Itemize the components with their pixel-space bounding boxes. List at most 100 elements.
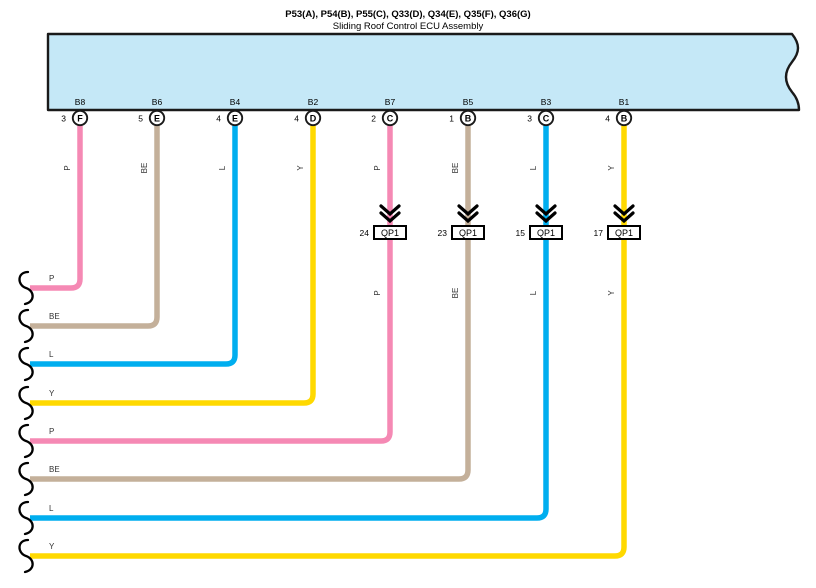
- qp1-number-B1: 17: [594, 228, 604, 238]
- wire-exit-label: Y: [49, 389, 55, 398]
- pin-number-B8: 3: [61, 114, 66, 124]
- pin-number-B5: 1: [449, 114, 454, 124]
- pin-name-B1: B1: [619, 97, 630, 107]
- wire-color-label-upper: L: [218, 165, 227, 170]
- wire-break-icon: [18, 538, 34, 574]
- pin-letter-B2: D: [310, 113, 317, 123]
- qp1-junction-B7[interactable]: QP1 24: [360, 204, 407, 240]
- wire-exit-label: P: [49, 427, 54, 436]
- wire-exit-label: L: [49, 504, 54, 513]
- qp1-number-B7: 24: [360, 228, 370, 238]
- qp1-junction-B1[interactable]: QP1 17: [594, 204, 641, 240]
- wire-color-label-upper: BE: [451, 163, 460, 174]
- wire-color-label-lower: BE: [451, 288, 460, 299]
- wire-B1: [30, 124, 627, 559]
- qp1-number-B3: 15: [516, 228, 526, 238]
- diagram-title-line2: Sliding Roof Control ECU Assembly: [333, 21, 484, 32]
- ecu-assembly-box: [46, 32, 801, 112]
- wire-exit-label: Y: [49, 542, 55, 551]
- chevron-down-icon: [613, 211, 635, 224]
- diagram-title-line1: P53(A), P54(B), P55(C), Q33(D), Q34(E), …: [285, 9, 530, 20]
- wire-color-label-lower: Y: [607, 290, 616, 296]
- qp1-number-B5: 23: [438, 228, 448, 238]
- pin-circle-B1: [615, 109, 633, 127]
- chevron-down-icon: [613, 204, 635, 217]
- wire-B4: [30, 124, 238, 367]
- wire-B6: [30, 124, 160, 329]
- wire-color-label-upper: L: [529, 165, 538, 170]
- pin-name-B7: B7: [385, 97, 396, 107]
- qp1-box: [373, 225, 407, 240]
- pin-number-B7: 2: [371, 114, 376, 124]
- pin-letter-B4: E: [232, 113, 238, 123]
- chevron-down-icon: [457, 211, 479, 224]
- connector-B6[interactable]: B6 5 E: [138, 97, 166, 127]
- pin-name-B5: B5: [463, 97, 474, 107]
- qp1-label: QP1: [615, 228, 633, 238]
- pin-name-B4: B4: [230, 97, 241, 107]
- pin-number-B1: 4: [605, 114, 610, 124]
- pin-circle-B8: [71, 109, 89, 127]
- connector-B7[interactable]: B7 2 C: [371, 97, 399, 127]
- wire-break-icon: [18, 461, 34, 497]
- wire-color-label-lower: P: [373, 290, 382, 295]
- wire-break-icon: [18, 346, 34, 382]
- qp1-box: [529, 225, 563, 240]
- wire-break-icon: [18, 270, 34, 306]
- pin-circle-B3: [537, 109, 555, 127]
- chevron-down-icon: [535, 211, 557, 224]
- chevron-down-icon: [457, 204, 479, 217]
- qp1-box: [451, 225, 485, 240]
- pin-letter-B6: E: [154, 113, 160, 123]
- pin-number-B6: 5: [138, 114, 143, 124]
- qp1-label: QP1: [459, 228, 477, 238]
- wire-B2: [30, 124, 316, 406]
- chevron-down-icon: [379, 211, 401, 224]
- pin-name-B3: B3: [541, 97, 552, 107]
- pin-letter-B7: C: [387, 113, 394, 123]
- pin-circle-B7: [381, 109, 399, 127]
- qp1-label: QP1: [381, 228, 399, 238]
- connector-B2[interactable]: B2 4 D: [294, 97, 322, 127]
- wire-exit-label: BE: [49, 312, 60, 321]
- wires-layer: [30, 124, 627, 559]
- connector-B4[interactable]: B4 4 E: [216, 97, 244, 127]
- connector-B3[interactable]: B3 3 C: [527, 97, 555, 127]
- wire-break-icon: [18, 308, 34, 344]
- wire-exit-2: L: [18, 346, 54, 382]
- wire-color-label-upper: Y: [296, 165, 305, 171]
- pin-circle-B5: [459, 109, 477, 127]
- wire-color-label-upper: Y: [607, 165, 616, 171]
- wire-exit-3: Y: [18, 385, 55, 421]
- pin-name-B6: B6: [152, 97, 163, 107]
- pin-name-B2: B2: [308, 97, 319, 107]
- pin-number-B2: 4: [294, 114, 299, 124]
- wire-B7: [30, 124, 393, 444]
- pin-number-B3: 3: [527, 114, 532, 124]
- pin-letter-B1: B: [621, 113, 628, 123]
- qp1-box: [607, 225, 641, 240]
- wire-color-label-lower: L: [529, 290, 538, 295]
- wire-B8: [30, 124, 83, 291]
- connector-B5[interactable]: B5 1 B: [449, 97, 477, 127]
- qp1-junction-B5[interactable]: QP1 23: [438, 204, 485, 240]
- wire-exit-label: BE: [49, 465, 60, 474]
- chevron-down-icon: [379, 204, 401, 217]
- wire-color-label-upper: P: [373, 165, 382, 170]
- chevron-down-icon: [535, 204, 557, 217]
- pin-letter-B3: C: [543, 113, 550, 123]
- wire-break-icon: [18, 385, 34, 421]
- pin-number-B4: 4: [216, 114, 221, 124]
- wire-break-icon: [18, 500, 34, 536]
- wire-exit-7: Y: [18, 538, 55, 574]
- wire-exit-6: L: [18, 500, 54, 536]
- pin-letter-B5: B: [465, 113, 472, 123]
- connector-B1[interactable]: B1 4 B: [605, 97, 633, 127]
